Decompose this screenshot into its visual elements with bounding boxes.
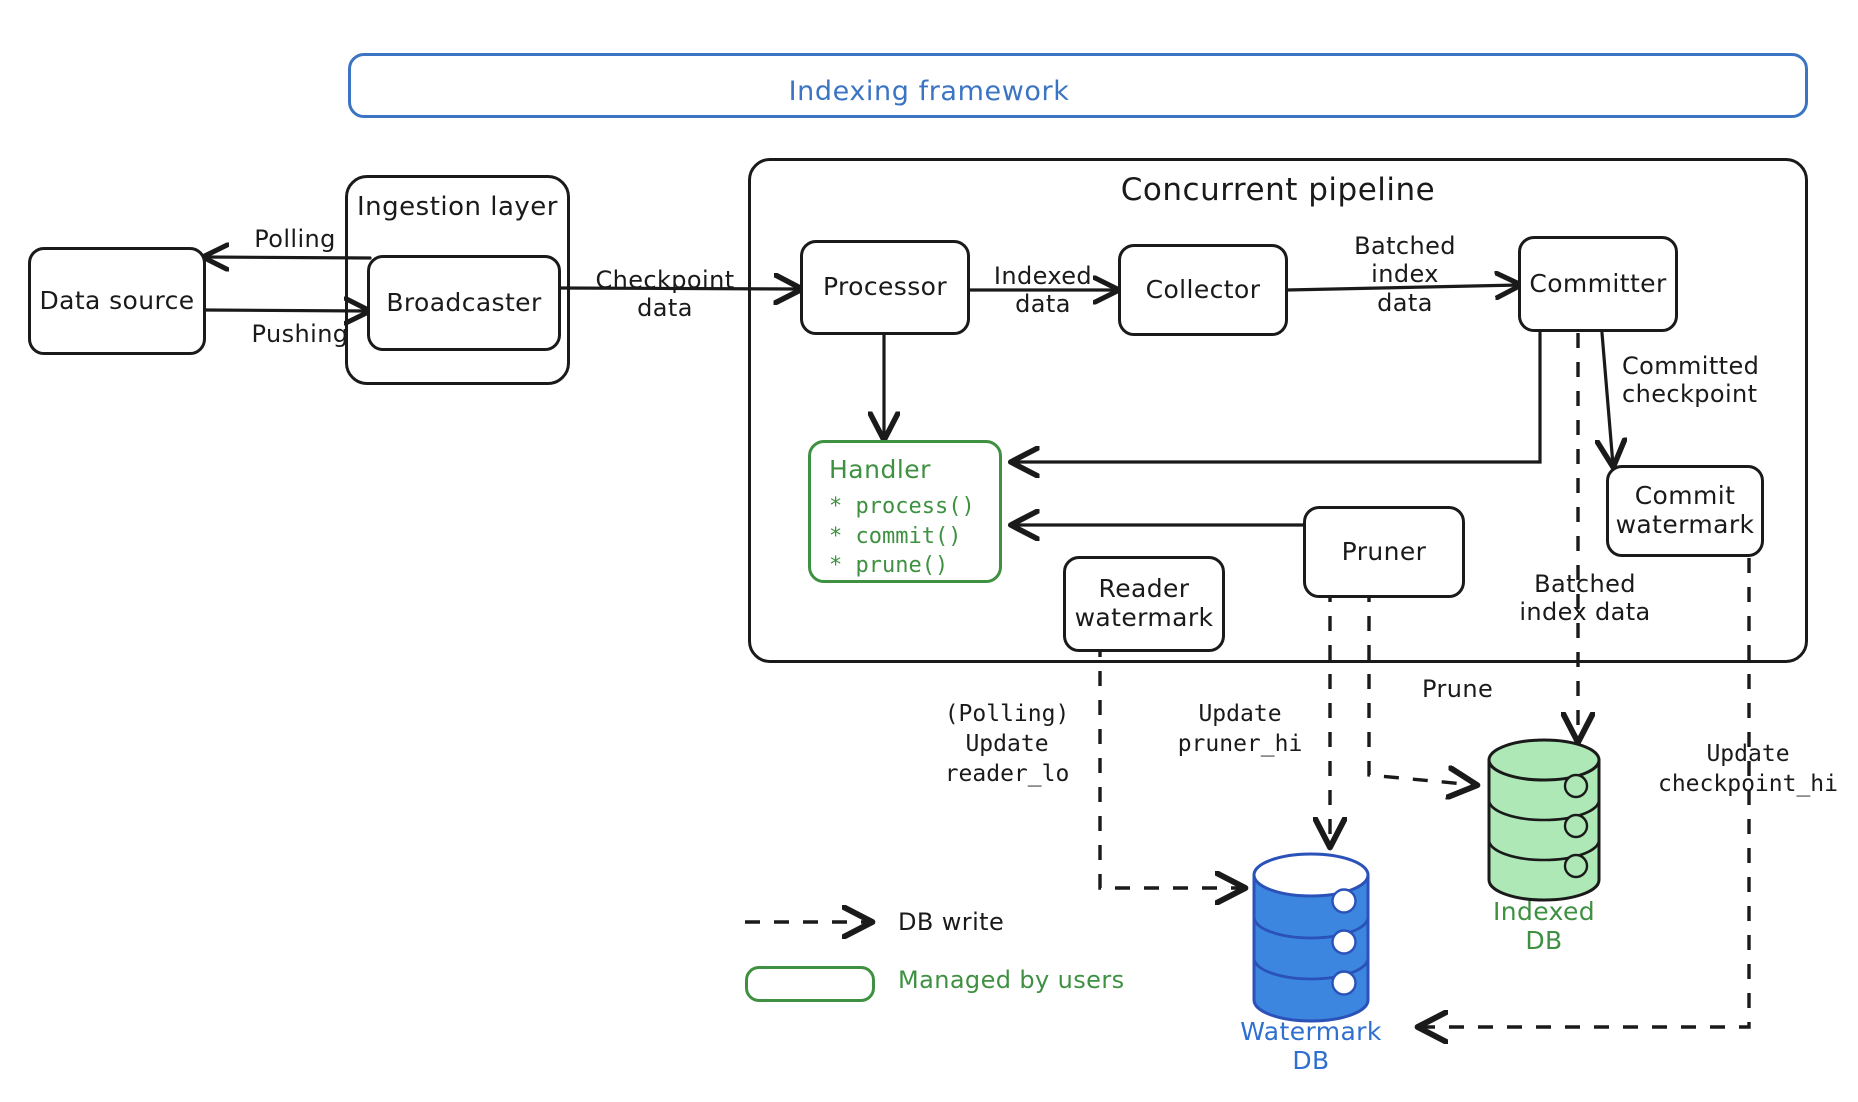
concurrent-pipeline-group [748,158,1808,663]
legend-managed-swatch-icon [745,966,875,1002]
watermark-db-caption-line2: DB [1292,1045,1330,1075]
watermark-db[interactable]: Watermark DB [1211,1017,1411,1076]
handler-method-commit: * commit() [829,523,962,549]
edge-checkpoint-data [558,288,800,289]
node-broadcaster[interactable]: Broadcaster [367,255,561,351]
node-collector-label: Collector [1145,274,1261,304]
node-commit-watermark-line2: watermark [1615,510,1755,539]
node-processor-label: Processor [822,272,947,302]
edge-label-polling: Polling [254,225,336,253]
indexed-db-caption-line1: Indexed [1492,897,1596,926]
node-committer-label: Committer [1529,268,1667,298]
edge-committer-to-handler [1013,331,1542,462]
node-commit-watermark[interactable]: Commit watermark [1606,465,1764,557]
node-reader-watermark-line1: Reader [1098,574,1190,604]
node-data-source-label: Data source [39,285,195,315]
legend-managed-by-users-label: Managed by users [898,966,1125,994]
edge-label-update-checkpoint-hi: Update checkpoint_hi [1657,741,1838,797]
edge-label-update-reader-lo: (Polling) Update reader_lo [944,701,1070,787]
edge-label-indexed-data: Indexed data [993,262,1093,319]
node-broadcaster-label: Broadcaster [386,287,542,317]
node-data-source[interactable]: Data source [28,247,206,355]
edge-label-update-pruner-hi: Update pruner_hi [1177,701,1303,757]
node-committer[interactable]: Committer [1518,236,1678,332]
edge-pushing [203,310,368,311]
node-handler[interactable]: Handler * process() * commit() * prune() [808,440,1002,583]
indexed-db[interactable]: Indexed DB [1444,897,1644,956]
node-collector[interactable]: Collector [1118,244,1288,336]
handler-method-prune: * prune() [829,553,949,579]
node-pruner[interactable]: Pruner [1303,506,1465,598]
edge-polling [205,257,372,258]
handler-method-process: * process() [829,494,975,519]
node-pruner-label: Pruner [1341,536,1427,566]
indexed-db-caption-line2: DB [1525,925,1563,955]
indexing-framework-frame [348,53,1808,118]
concurrent-pipeline-title: Concurrent pipeline [1120,172,1436,208]
ingestion-layer-group [345,175,570,385]
watermark-db-icon [1252,852,1370,1023]
edge-label-checkpoint-data: Checkpoint data [595,266,735,323]
watermark-db-caption-line1: Watermark [1240,1017,1382,1046]
edge-update-reader-lo [1098,613,1243,888]
node-reader-watermark-line2: watermark [1074,603,1214,632]
indexed-db-icon [1487,738,1601,902]
edge-label-committed-checkpoint: Committed checkpoint [1622,352,1760,409]
edge-prune [1367,558,1475,785]
node-commit-watermark-line1: Commit [1634,481,1736,511]
legend-db-write-label: DB write [898,908,1005,936]
edge-update-checkpoint-hi [1420,558,1751,1027]
edge-committed-checkpoint [1602,331,1613,465]
handler-title: Handler [829,455,931,484]
edge-label-prune: Prune [1422,675,1494,703]
node-processor[interactable]: Processor [800,240,970,335]
node-reader-watermark[interactable]: Reader watermark [1063,556,1225,652]
edge-label-pushing: Pushing [251,320,349,348]
indexing-framework-title: Indexing framework [788,76,1070,107]
edge-batched-index-data [1285,285,1519,290]
edge-label-batched-index-data-bottom: Batched index data [1519,570,1651,627]
ingestion-layer-title: Ingestion layer [357,192,558,222]
edge-label-batched-index-data-top: Batched index data [1354,232,1456,317]
